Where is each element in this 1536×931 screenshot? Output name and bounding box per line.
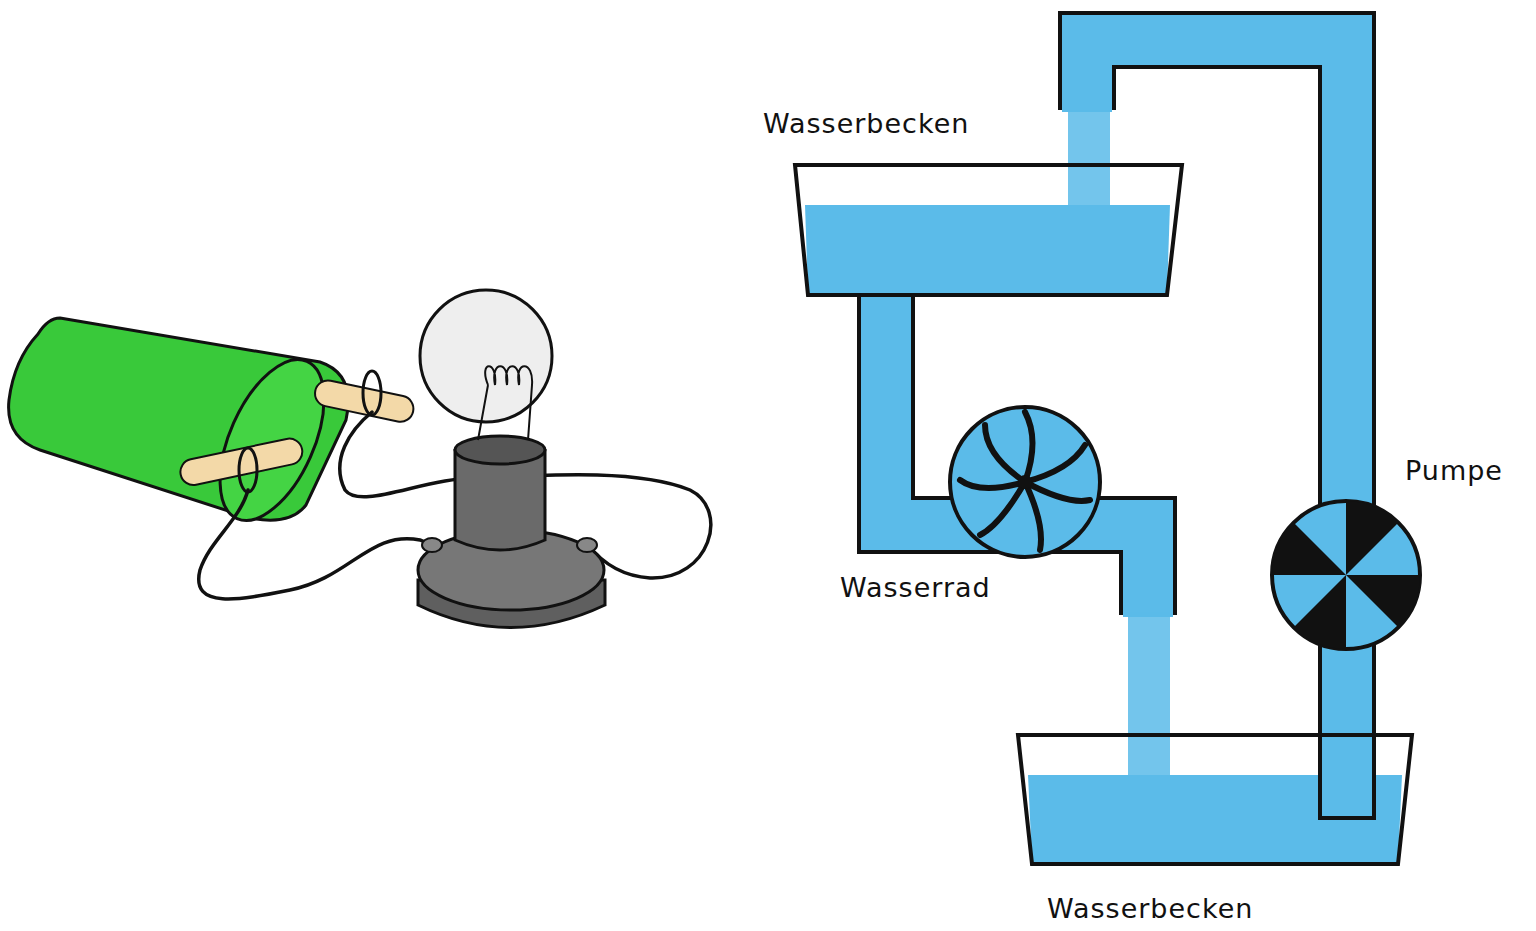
water-stream [1128,612,1170,782]
part-label: Wasserbecken [763,108,969,139]
part-label: Wasserbecken [1047,893,1253,924]
lamp [418,290,605,628]
water-basin [1018,735,1412,864]
part-label: Pumpe [1405,455,1503,486]
part-label: Wasserrad [840,572,991,603]
pump [1272,501,1420,649]
water-wheel [950,407,1100,557]
water-stream [1068,110,1110,215]
pipes [886,40,1347,820]
water-basin [795,165,1182,295]
